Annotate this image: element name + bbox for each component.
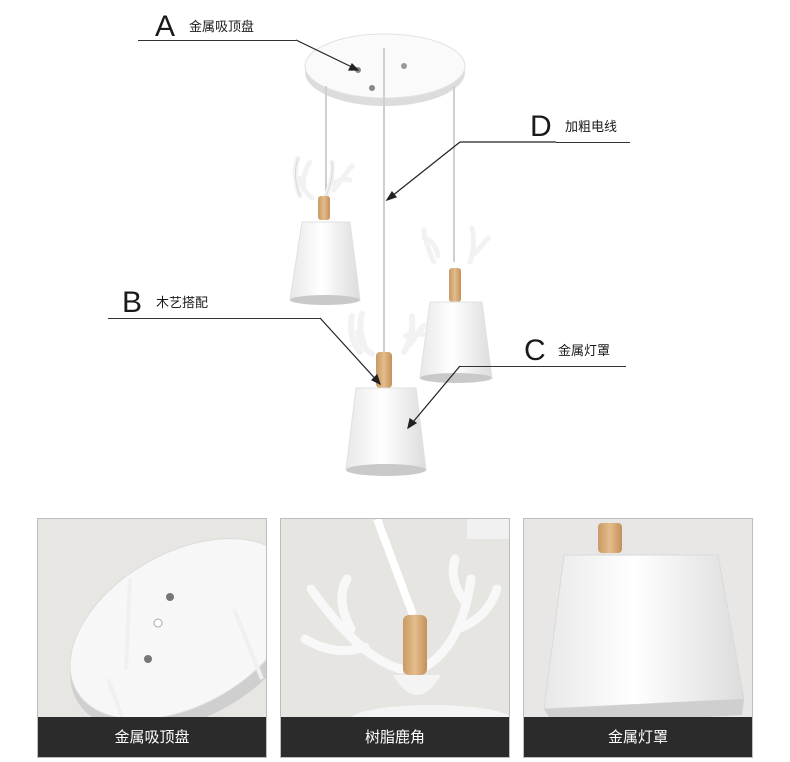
callout-b-underline [108, 318, 320, 319]
detail-panel-ceiling-plate: 金属吸顶盘 [37, 518, 267, 758]
panel-label-ceiling-plate: 金属吸顶盘 [38, 717, 266, 757]
lamp-left [289, 155, 361, 305]
detail-panel-metal-shade: 金属灯罩 [523, 518, 753, 758]
callout-b-letter: B [122, 286, 143, 319]
detail-panel-resin-antler: 树脂鹿角 [280, 518, 510, 758]
callout-c-letter: C [524, 334, 546, 367]
callout-arrows [295, 39, 556, 430]
callout-d-underline [556, 142, 630, 143]
callout-c-underline [460, 366, 626, 367]
callout-a-underline [138, 40, 296, 41]
callout-b-text: 木艺搭配 [156, 296, 209, 311]
lamp-right [419, 225, 493, 383]
pendant-lamp-illustration [289, 33, 556, 476]
callout-c-text: 金属灯罩 [558, 344, 611, 359]
callout-a-text: 金属吸顶盘 [189, 20, 255, 35]
callout-d-text: 加粗电线 [565, 120, 618, 135]
lamp-center [345, 311, 427, 476]
panel-label-resin-antler: 树脂鹿角 [281, 717, 509, 757]
callout-d-letter: D [530, 110, 552, 143]
panel-label-metal-shade: 金属灯罩 [524, 717, 752, 757]
callout-a-letter: A [155, 10, 176, 43]
wires [325, 48, 455, 352]
